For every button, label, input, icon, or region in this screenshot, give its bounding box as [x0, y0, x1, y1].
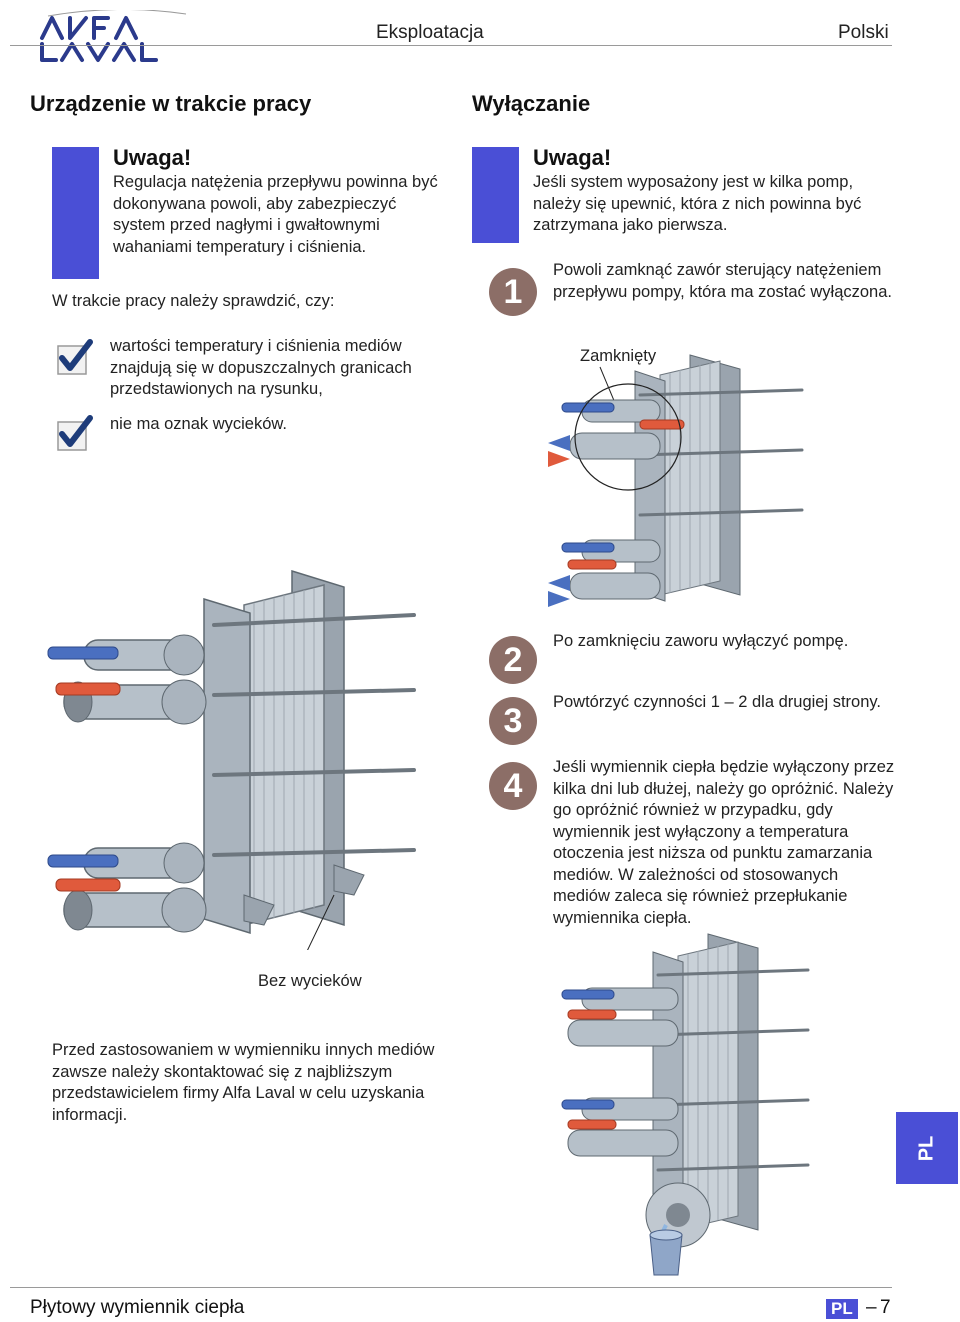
checkmark-icon [57, 339, 93, 375]
step-number-1: 1 [489, 268, 537, 316]
step-text-1: Powoli zamknąć zawór sterujący natężenie… [553, 261, 892, 301]
warning-marker-bar [52, 147, 99, 279]
warning-marker-bar [472, 147, 519, 243]
section-heading-operation: Urządzenie w trakcie pracy [30, 91, 312, 116]
alfa-laval-logo [40, 10, 187, 62]
warning-title: Uwaga! [533, 145, 612, 170]
header-language: Polski [838, 22, 889, 43]
illustration-label-closed: Zamknięty [580, 347, 657, 365]
check-item-text: nie ma oznak wycieków. [110, 415, 287, 433]
step-number-2: 2 [489, 636, 537, 684]
footer-document-title: Płytowy wymiennik ciepła [30, 1297, 245, 1318]
footer-dash: – [866, 1297, 877, 1318]
header-section-title: Eksploatacja [376, 22, 484, 43]
heat-exchanger-illustration [47, 569, 416, 950]
check-intro-text: W trakcie pracy należy sprawdzić, czy: [52, 292, 335, 310]
check-item-text: wartości temperatury i ciśnienia mediów … [110, 337, 412, 398]
section-heading-shutdown: Wyłączanie [472, 91, 591, 116]
valve-closing-illustration [548, 354, 804, 607]
footer-rule [10, 1287, 892, 1288]
draining-illustration [561, 933, 810, 1276]
warning-title: Uwaga! [113, 145, 192, 170]
illustration-label-no-leaks: Bez wycieków [258, 972, 362, 990]
header-rule [10, 45, 892, 46]
step-number-3: 3 [489, 697, 537, 745]
language-side-tab-label: PL [915, 1135, 938, 1161]
note-text: Przed zastosowaniem w wymienniku innych … [52, 1041, 435, 1124]
step-text-4: Jeśli wymiennik ciepła będzie wyłączony … [553, 758, 895, 927]
step-text-3: Powtórzyć czynności 1 – 2 dla drugiej st… [553, 693, 882, 711]
checkmark-icon [57, 415, 93, 451]
footer-language-badge: PL [826, 1299, 858, 1319]
language-side-tab: PL [896, 1112, 958, 1184]
step-number-4: 4 [489, 762, 537, 810]
warning-text: Jeśli system wyposażony jest w kilka pom… [533, 173, 862, 234]
footer-page-number: 7 [880, 1297, 891, 1318]
warning-text: Regulacja natężenia przepływu powinna by… [113, 173, 438, 256]
step-text-2: Po zamknięciu zaworu wyłączyć pompę. [553, 632, 849, 650]
